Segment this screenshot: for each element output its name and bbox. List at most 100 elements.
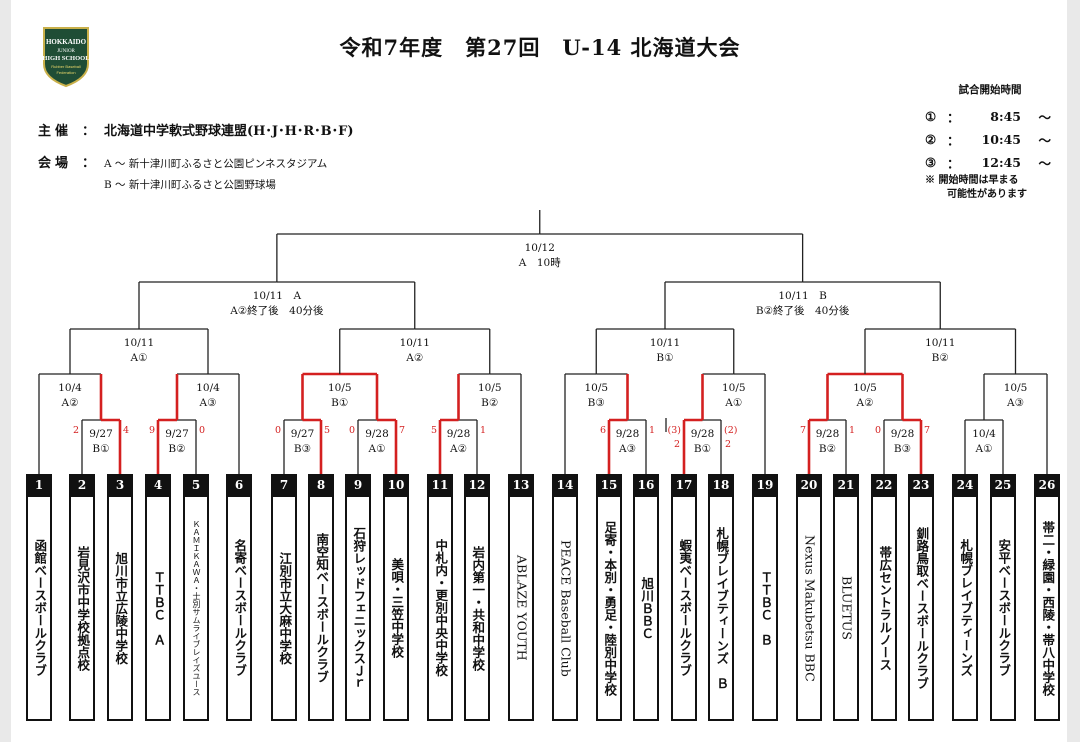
team-16: 16 旭川ＢＢＣ (633, 474, 659, 725)
score: (2) (724, 425, 737, 436)
match-court: B② (932, 352, 950, 364)
organizer-colon: ： (82, 124, 96, 139)
team-name-box: 旭川市立広陵中学校 (107, 497, 133, 721)
page-title: 令和7年度 第27回 U-14 北海道大会 (339, 35, 741, 60)
team-name-box: ＴＴＢＣ Ａ (145, 497, 171, 721)
team-name-box: 石狩レッドフェニックスＪｒ (345, 497, 371, 721)
match-court: A② (405, 352, 424, 364)
team-number: 5 (183, 474, 209, 497)
match-date: 10/11 B (778, 290, 827, 302)
organizer-label: 主催 (38, 124, 73, 139)
team-number: 10 (383, 474, 409, 497)
match-date: 9/28 (365, 428, 389, 440)
match-date: 9/28 (816, 428, 840, 440)
team-name: 函館ベースボールクラブ (32, 539, 48, 677)
match-court: A②終了後 40分後 (229, 304, 324, 317)
organizer-value: 北海道中学軟式野球連盟(H･J･H･R･B･F) (104, 124, 354, 139)
team-number: 3 (107, 474, 133, 497)
team-name: 岩内第一・共和中学校 (470, 545, 486, 671)
team-name-box: 安平ベースボールクラブ (990, 497, 1016, 721)
team-name: 岩見沢市中学校拠点校 (75, 545, 91, 671)
match-date: 9/28 (447, 428, 471, 440)
team-number: 9 (345, 474, 371, 497)
match-date: 10/5 (722, 382, 746, 394)
match-date: 10/11 (650, 337, 680, 349)
team-name-box: 中札内・更別中央中学校 (427, 497, 453, 721)
start-times: 試合開始時間 ①：8:45～ ②：10:45～ ③：12:45～ ※ 開始時間は… (925, 82, 1055, 202)
score: 1 (649, 425, 655, 436)
slot: ① (925, 109, 937, 124)
score: 0 (875, 425, 881, 436)
match-date: 9/27 (89, 428, 113, 440)
match-court: B① (92, 443, 110, 455)
start-time-note: 可能性があります (947, 189, 1027, 200)
team-number: 14 (552, 474, 578, 497)
time: 12:45 (981, 155, 1021, 170)
start-time-note: ※ 開始時間は早まる (925, 175, 1019, 186)
sub-score: 2 (725, 439, 731, 450)
team-number: 6 (226, 474, 252, 497)
match-court: A③ (618, 443, 637, 455)
venue-b: B ～ 新十津川町ふるさと公園野球場 (104, 179, 276, 191)
match-court: B② (168, 443, 186, 455)
score: 0 (349, 425, 355, 436)
team-name-box: 函館ベースボールクラブ (26, 497, 52, 721)
match-court: B① (331, 397, 349, 409)
tilde: ～ (1038, 133, 1051, 148)
team-name: Nexus Makubetsu BBC (802, 534, 818, 682)
colon: ： (947, 156, 960, 171)
score: 2 (73, 425, 79, 436)
team-name-box: 名寄ベースボールクラブ (226, 497, 252, 721)
match-court: B② (819, 443, 837, 455)
match-date: 10/11 (400, 337, 430, 349)
team-name: 名寄ベースボールクラブ (232, 539, 248, 677)
team-name: 江別市立大麻中学校 (277, 551, 293, 665)
score: 7 (800, 425, 806, 436)
svg-text:HIGH SCHOOL: HIGH SCHOOL (42, 55, 90, 62)
score: 0 (275, 425, 281, 436)
team-name-box: 帯二・緑園・西陵・帯八中学校 (1034, 497, 1060, 721)
team-number: 21 (833, 474, 859, 497)
team-name: 蝦夷ベースボールクラブ (677, 539, 693, 677)
match-court: B②終了後 40分後 (756, 304, 850, 317)
team-name: 帯広セントラルノース (877, 545, 893, 671)
team-name: 旭川ＢＢＣ (639, 576, 655, 640)
team-name-box: 美唄・三笠中学校 (383, 497, 409, 721)
venue-colon: ： (82, 156, 96, 171)
match-court: A② (61, 397, 80, 409)
match-court: A 10時 (518, 257, 561, 269)
team-name: 中札内・更別中央中学校 (433, 539, 449, 677)
team-name: 石狩レッドフェニックスＪｒ (351, 526, 367, 690)
match-court: B③ (588, 397, 606, 409)
time: 8:45 (990, 109, 1021, 124)
match-court: A② (449, 443, 468, 455)
team-9: 9 石狩レッドフェニックスＪｒ (345, 474, 371, 725)
team-name: 帯二・緑園・西陵・帯八中学校 (1040, 520, 1056, 696)
colon: ： (947, 133, 960, 148)
match-date: 10/5 (584, 382, 608, 394)
match-court: A① (724, 397, 743, 409)
team-7: 7 江別市立大麻中学校 (271, 474, 297, 725)
team-number: 4 (145, 474, 171, 497)
team-name: ＫＡＭＩＫＡＷＡ・士別サムライブレイズユース (192, 520, 201, 696)
team-name-box: ABLAZE YOUTH (508, 497, 534, 721)
team-name: 南空知ベースボールクラブ (314, 533, 330, 683)
team-number: 23 (908, 474, 934, 497)
team-number: 7 (271, 474, 297, 497)
team-number: 16 (633, 474, 659, 497)
svg-text:HOKKAIDO: HOKKAIDO (46, 38, 87, 46)
team-number: 12 (464, 474, 490, 497)
